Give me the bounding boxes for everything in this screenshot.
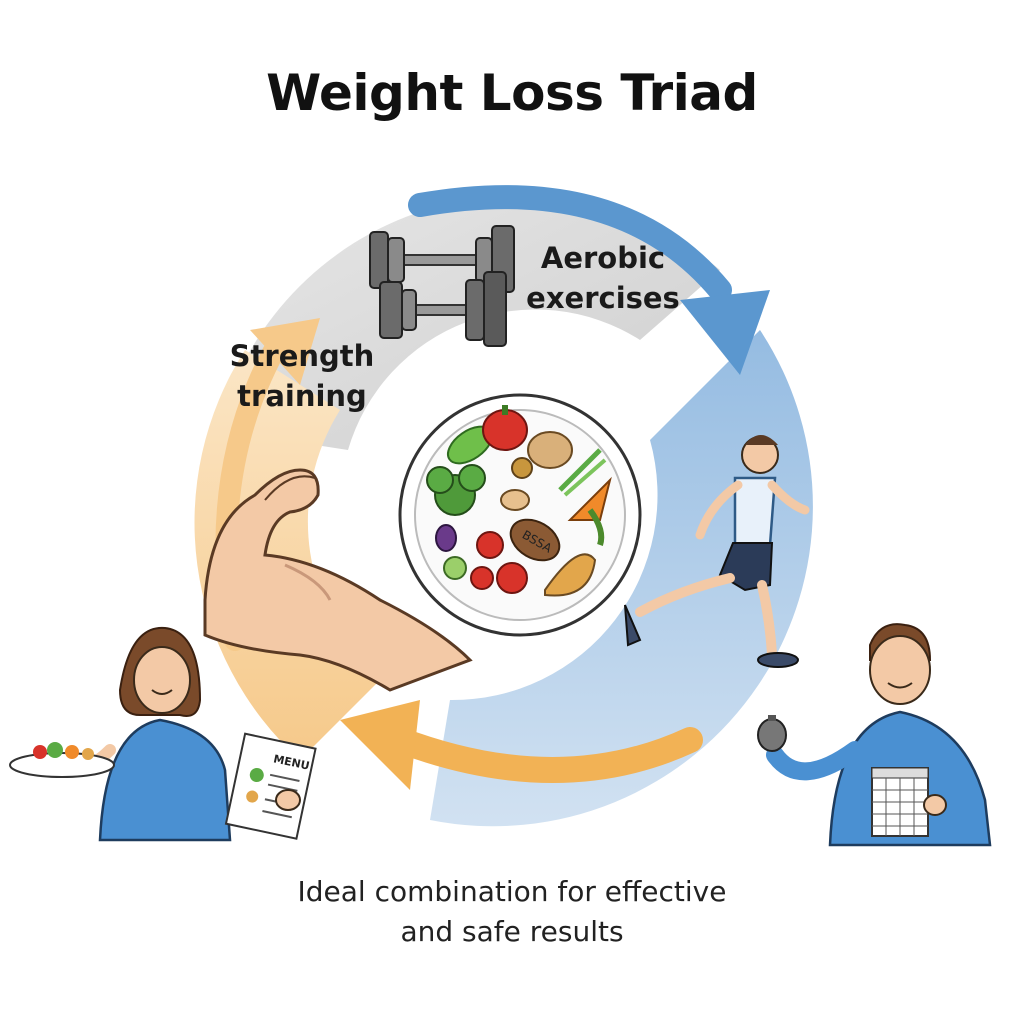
caption-line-2: and safe results [400, 915, 624, 948]
label-aerobic-line-1: Aerobic [540, 241, 666, 275]
coach-with-stopwatch-icon [757, 623, 992, 847]
dumbbells-icon [369, 225, 515, 347]
label-strength-line-1: Strength [229, 339, 375, 373]
blue-arrow [408, 185, 732, 302]
label-aerobic-exercises: Aerobic exercises [508, 238, 698, 318]
runner-icon [624, 435, 810, 668]
blue-arrow-head [680, 290, 770, 375]
caption-line-1: Ideal combination for effective [297, 875, 727, 908]
label-strength-line-2: training [237, 379, 367, 413]
label-aerobic-line-2: exercises [526, 281, 680, 315]
woman-with-menu-icon [9, 626, 317, 842]
orange-arrow [387, 727, 703, 783]
diagram-title: Weight Loss Triad [266, 64, 758, 122]
caption: Ideal combination for effective and safe… [212, 872, 812, 952]
orange-arrow-head [340, 700, 420, 790]
label-strength-training: Strength training [212, 336, 392, 416]
orange-arrow-left-head [250, 318, 320, 385]
food-plate-icon [398, 393, 642, 637]
gray-arc-segment [218, 195, 720, 450]
blue-arc-segment [430, 330, 813, 827]
flexed-arm-icon [203, 468, 473, 692]
